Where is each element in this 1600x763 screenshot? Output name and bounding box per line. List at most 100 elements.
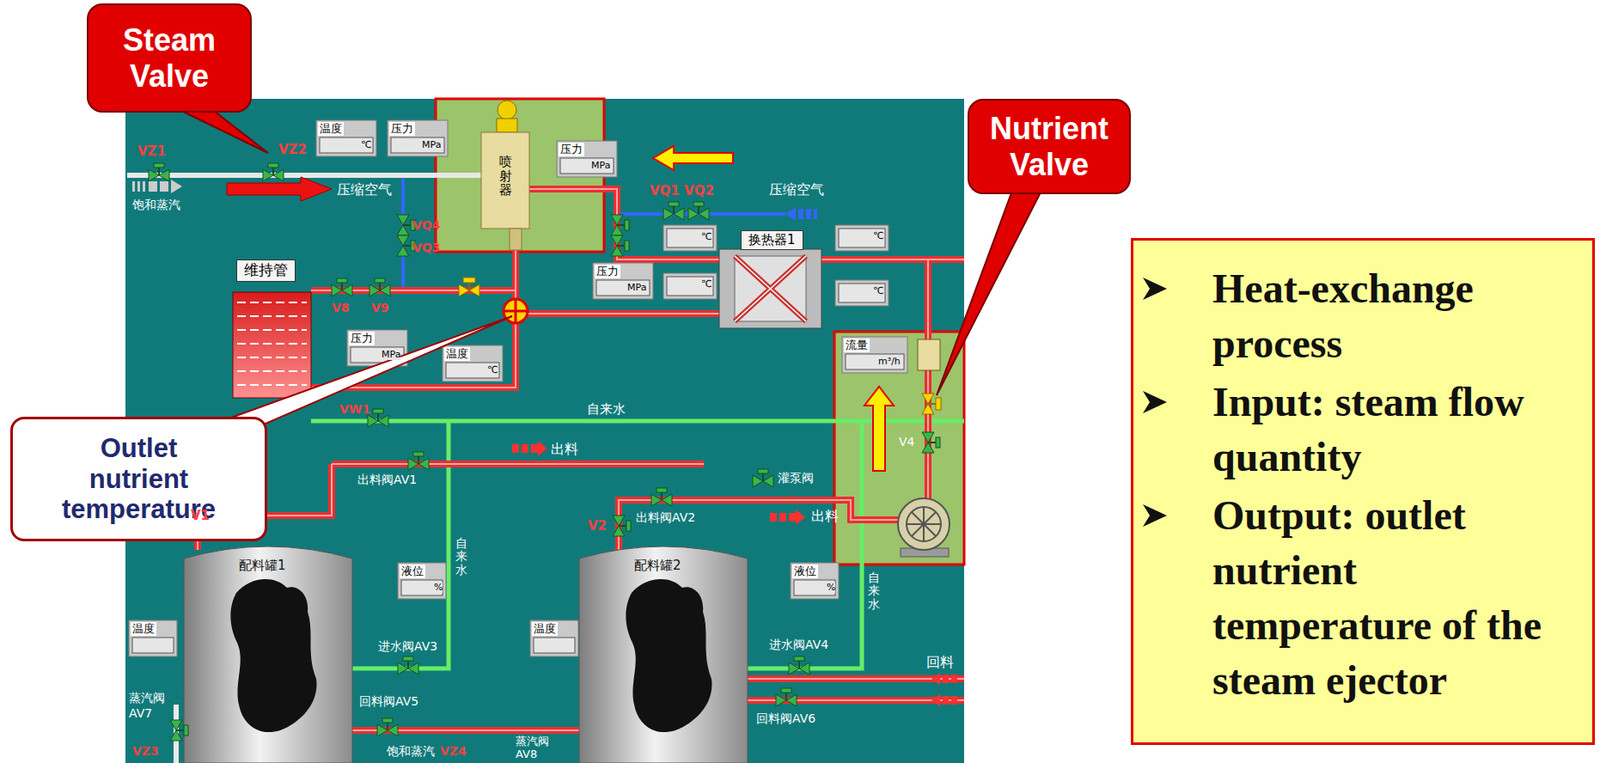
gauge-display bbox=[533, 637, 575, 654]
callout-pointer bbox=[176, 108, 1042, 428]
tank bbox=[625, 579, 712, 733]
unit-label: ℃ bbox=[701, 232, 712, 243]
flow-arrow bbox=[142, 181, 146, 192]
valve-tag: V8 bbox=[331, 300, 350, 315]
pipe-label: 进水阀AV3 bbox=[378, 639, 438, 654]
flow-arrow bbox=[942, 674, 949, 684]
flow-arrow bbox=[512, 440, 548, 457]
valve-symbol bbox=[922, 432, 941, 453]
tank bbox=[579, 546, 748, 763]
valve-symbol bbox=[377, 718, 398, 737]
gauge-display bbox=[319, 137, 373, 153]
pipe-label: 饱和蒸汽 bbox=[386, 744, 435, 758]
valve-symbol bbox=[148, 163, 941, 741]
valve-symbol bbox=[408, 451, 429, 471]
gauge-box bbox=[663, 225, 717, 251]
valve-symbol bbox=[788, 656, 810, 675]
valve-symbol bbox=[148, 163, 170, 182]
holding-coil bbox=[232, 292, 312, 398]
steam-ejector bbox=[481, 132, 530, 229]
equipment-label: 维持管 bbox=[236, 259, 296, 282]
valve-tag: V1 bbox=[190, 508, 210, 524]
tank bbox=[183, 546, 748, 763]
pipe-label: 压缩空气 bbox=[769, 182, 825, 198]
valve-tag: VZ2 bbox=[278, 142, 307, 158]
pipe-label: 灌泵阀 bbox=[777, 470, 814, 485]
flow-arrow bbox=[931, 694, 941, 707]
highlight-region bbox=[834, 331, 965, 565]
flow-arrow bbox=[785, 207, 796, 221]
pipe-label: 蒸汽阀 bbox=[515, 735, 550, 749]
valve-tag: VQ4 bbox=[412, 218, 440, 233]
valve-symbol bbox=[651, 488, 672, 507]
flow-arrow bbox=[653, 146, 733, 171]
unit-label: m³/h bbox=[878, 356, 901, 367]
unit-label: ℃ bbox=[360, 140, 372, 151]
pipe-label: 出料 bbox=[811, 508, 839, 525]
gauge-display bbox=[666, 276, 714, 296]
flow-arrow bbox=[779, 512, 787, 522]
temperature-point bbox=[503, 299, 528, 324]
flow-arrow bbox=[806, 208, 812, 220]
flow-meter bbox=[917, 339, 941, 371]
gauge-title: 温度 bbox=[130, 622, 157, 636]
unit-label: MPa bbox=[421, 140, 441, 151]
bullet-arrow bbox=[1141, 389, 1168, 416]
flow-arrow bbox=[798, 208, 804, 220]
steam-ejector bbox=[496, 118, 518, 133]
valve-symbol bbox=[396, 214, 416, 236]
pipe-label: V4 bbox=[898, 434, 915, 449]
valve-tag: VZ4 bbox=[439, 744, 467, 758]
unit-label: MPa bbox=[627, 282, 647, 294]
info-box: Heat-exchange processInput: steam flow q… bbox=[1130, 238, 1595, 746]
gauge-display bbox=[838, 283, 886, 303]
pump bbox=[897, 498, 950, 557]
unit-label: % bbox=[433, 582, 443, 593]
flow-arrow bbox=[931, 672, 941, 685]
gauge-title: 温度 bbox=[317, 122, 344, 136]
node-text: Output: outlet nutrient temperature of t… bbox=[1212, 488, 1582, 709]
node-text: Input: steam flow quantity bbox=[1212, 374, 1582, 485]
equipment-label: 喷射器 bbox=[499, 154, 513, 198]
pipe-label: 回料阀AV6 bbox=[756, 711, 816, 726]
callout-box: Outlet nutrient temperature bbox=[10, 416, 268, 542]
pipe-label: 出料阀AV1 bbox=[357, 472, 417, 487]
steam-pipe bbox=[127, 172, 482, 178]
steam-ejector bbox=[509, 228, 522, 251]
node-text: Nutrient Valve bbox=[977, 110, 1121, 183]
flow-arrow bbox=[170, 179, 183, 194]
valve-symbol bbox=[688, 201, 709, 220]
unit-label: ℃ bbox=[487, 365, 498, 376]
pipe-label: 回料 bbox=[926, 654, 954, 671]
gauge-display bbox=[596, 280, 650, 296]
bullet-arrow bbox=[1141, 275, 1168, 302]
valve-symbol bbox=[663, 201, 684, 220]
heat-exchanger bbox=[719, 249, 822, 329]
valve-tag: VQ1 VQ2 bbox=[649, 183, 715, 199]
gauge-title: 液位 bbox=[792, 564, 819, 579]
pipe-label: AV8 bbox=[515, 748, 538, 762]
tank bbox=[230, 579, 317, 733]
valve-symbol bbox=[610, 235, 630, 257]
gauge-title: 流量 bbox=[843, 338, 870, 353]
temperature-point bbox=[503, 299, 528, 324]
pipe-label: AV7 bbox=[128, 706, 153, 721]
flow-arrow bbox=[795, 509, 806, 526]
water-pipe bbox=[747, 421, 862, 669]
heat-exchanger bbox=[719, 249, 822, 329]
heat-exchanger bbox=[734, 256, 807, 322]
flow-arrow bbox=[951, 674, 958, 684]
valve-symbol bbox=[752, 469, 774, 488]
valve-symbol bbox=[331, 278, 353, 297]
callout-box: Nutrient Valve bbox=[967, 98, 1131, 195]
gauge-display bbox=[560, 158, 614, 174]
valve-symbol bbox=[458, 277, 480, 297]
temperature-point bbox=[503, 299, 528, 324]
valve-tag: V9 bbox=[371, 300, 390, 315]
flow-arrow bbox=[785, 207, 818, 221]
pipe-label: 回料阀AV5 bbox=[359, 694, 419, 709]
flow-meter bbox=[917, 339, 941, 371]
gauge-title: 压力 bbox=[594, 264, 621, 279]
gauge-title: 压力 bbox=[558, 142, 585, 157]
gauge-title: 液位 bbox=[399, 564, 426, 579]
